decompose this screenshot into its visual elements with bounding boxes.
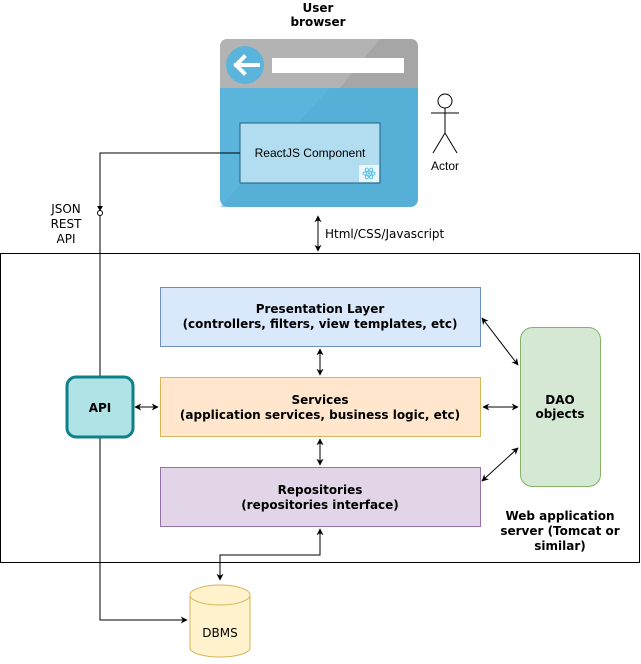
json-rest-api-label-line2: REST [51, 217, 83, 231]
user-browser-title-line2: browser [290, 15, 345, 29]
presentation-layer-subtitle: (controllers, filters, view templates, e… [183, 317, 458, 331]
dbms-cylinder[interactable] [189, 584, 251, 658]
presentation-layer-title: Presentation Layer [256, 302, 385, 316]
repositories-subtitle: (repositories interface) [241, 498, 399, 512]
dao-objects-box[interactable] [520, 327, 601, 487]
server-label-line1: Web application [505, 509, 614, 523]
repositories-dao-connector[interactable] [481, 447, 519, 482]
server-label-line2: server (Tomcat or [500, 524, 619, 538]
services-title: Services [291, 393, 348, 407]
reactjs-component-label: ReactJS Component [255, 146, 366, 160]
services-box[interactable] [160, 377, 481, 437]
repositories-box[interactable] [160, 467, 481, 527]
server-label-line3: similar) [534, 539, 586, 553]
dao-label-line2: objects [535, 407, 584, 421]
dao-label-line1: DAO [545, 393, 574, 407]
json-rest-api-label-line1: JSON [50, 202, 81, 216]
services-subtitle: (application services, business logic, e… [180, 408, 460, 422]
repositories-title: Repositories [278, 483, 363, 497]
presentation-layer-box[interactable] [160, 287, 481, 347]
html-css-js-label: Html/CSS/Javascript [325, 227, 445, 241]
api-label: API [89, 401, 112, 415]
stick-figure-icon [431, 93, 459, 154]
repositories-dbms-connector[interactable] [216, 528, 324, 581]
dbms-label: DBMS [202, 626, 237, 640]
actor-label: Actor [431, 159, 459, 173]
reactjs-component-box [239, 122, 381, 184]
presentation-dao-connector[interactable] [481, 317, 519, 366]
user-browser-title-line1: User [303, 1, 334, 15]
address-bar[interactable] [272, 58, 404, 73]
api-box[interactable] [65, 375, 135, 439]
json-rest-api-label-line3: API [57, 232, 76, 246]
react-logo-icon [359, 165, 379, 182]
